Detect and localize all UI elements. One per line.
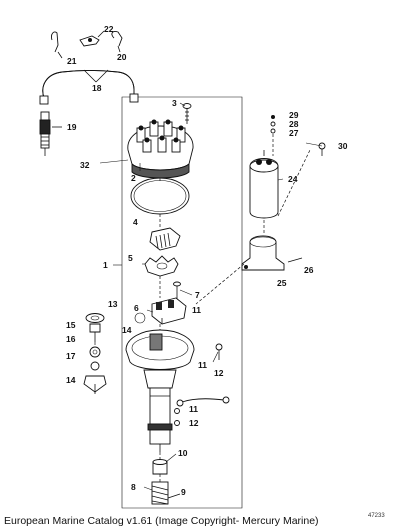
callout-28: 28	[289, 119, 299, 129]
left-hardware	[83, 313, 107, 394]
distributor-housing	[125, 329, 195, 452]
coil-bracket	[241, 235, 303, 271]
spark-plug	[39, 111, 62, 156]
callout-16: 16	[66, 334, 76, 344]
alignment-lines	[94, 134, 311, 482]
callout-12b: 12	[189, 418, 199, 428]
ignition-coil	[249, 150, 279, 219]
callout-20: 20	[117, 52, 127, 62]
callout-labels: 22 20 21 18 19 3 32 2 4 1 5 7 6 11 13 14…	[66, 24, 348, 497]
callout-22: 22	[104, 24, 114, 34]
callout-11a: 11	[192, 305, 201, 315]
wire-clip-group	[51, 30, 123, 59]
callout-14b: 14	[66, 375, 76, 385]
cap-screw	[182, 103, 192, 124]
callout-26: 26	[304, 265, 314, 275]
coil-wire	[39, 69, 139, 105]
callout-32: 32	[80, 160, 90, 170]
callout-7: 7	[195, 290, 200, 300]
catalog-footer: European Marine Catalog v1.61 (Image Cop…	[4, 515, 319, 527]
coil-terminal-hardware	[270, 115, 326, 156]
callout-9: 9	[181, 487, 186, 497]
callout-4: 4	[133, 217, 138, 227]
callout-19: 19	[67, 122, 77, 132]
drawing-number: 47233	[368, 513, 385, 519]
shaft-washer	[152, 459, 168, 475]
callout-29: 29	[289, 110, 299, 120]
roll-pin	[167, 493, 181, 499]
module-screw	[173, 281, 181, 300]
rotor	[149, 227, 181, 251]
callout-25: 25	[277, 278, 287, 288]
leader-lines	[99, 102, 323, 491]
callout-11b: 11	[198, 360, 207, 370]
assembly-outline	[121, 96, 243, 509]
callout-5: 5	[128, 253, 133, 263]
callout-1: 1	[103, 260, 108, 270]
ignition-module	[134, 297, 187, 325]
callout-27: 27	[289, 128, 299, 138]
callout-30: 30	[338, 141, 348, 151]
callout-14a: 14	[122, 325, 132, 335]
callout-6: 6	[134, 303, 139, 313]
callout-8: 8	[131, 482, 136, 492]
callout-2: 2	[131, 173, 136, 183]
distributor-cap	[127, 119, 194, 179]
callout-3: 3	[172, 98, 177, 108]
callout-18: 18	[92, 83, 102, 93]
callout-10: 10	[178, 448, 188, 458]
callout-12a: 12	[214, 368, 224, 378]
ground-strap	[174, 343, 230, 426]
callout-17: 17	[66, 351, 76, 361]
callout-11c: 11	[189, 404, 198, 414]
callout-21: 21	[67, 56, 77, 66]
callout-13: 13	[108, 299, 118, 309]
pickup-coil	[144, 255, 179, 277]
callout-15: 15	[66, 320, 76, 330]
callout-24: 24	[288, 174, 298, 184]
drive-gear	[151, 481, 169, 505]
cap-seal-ring	[130, 177, 190, 215]
